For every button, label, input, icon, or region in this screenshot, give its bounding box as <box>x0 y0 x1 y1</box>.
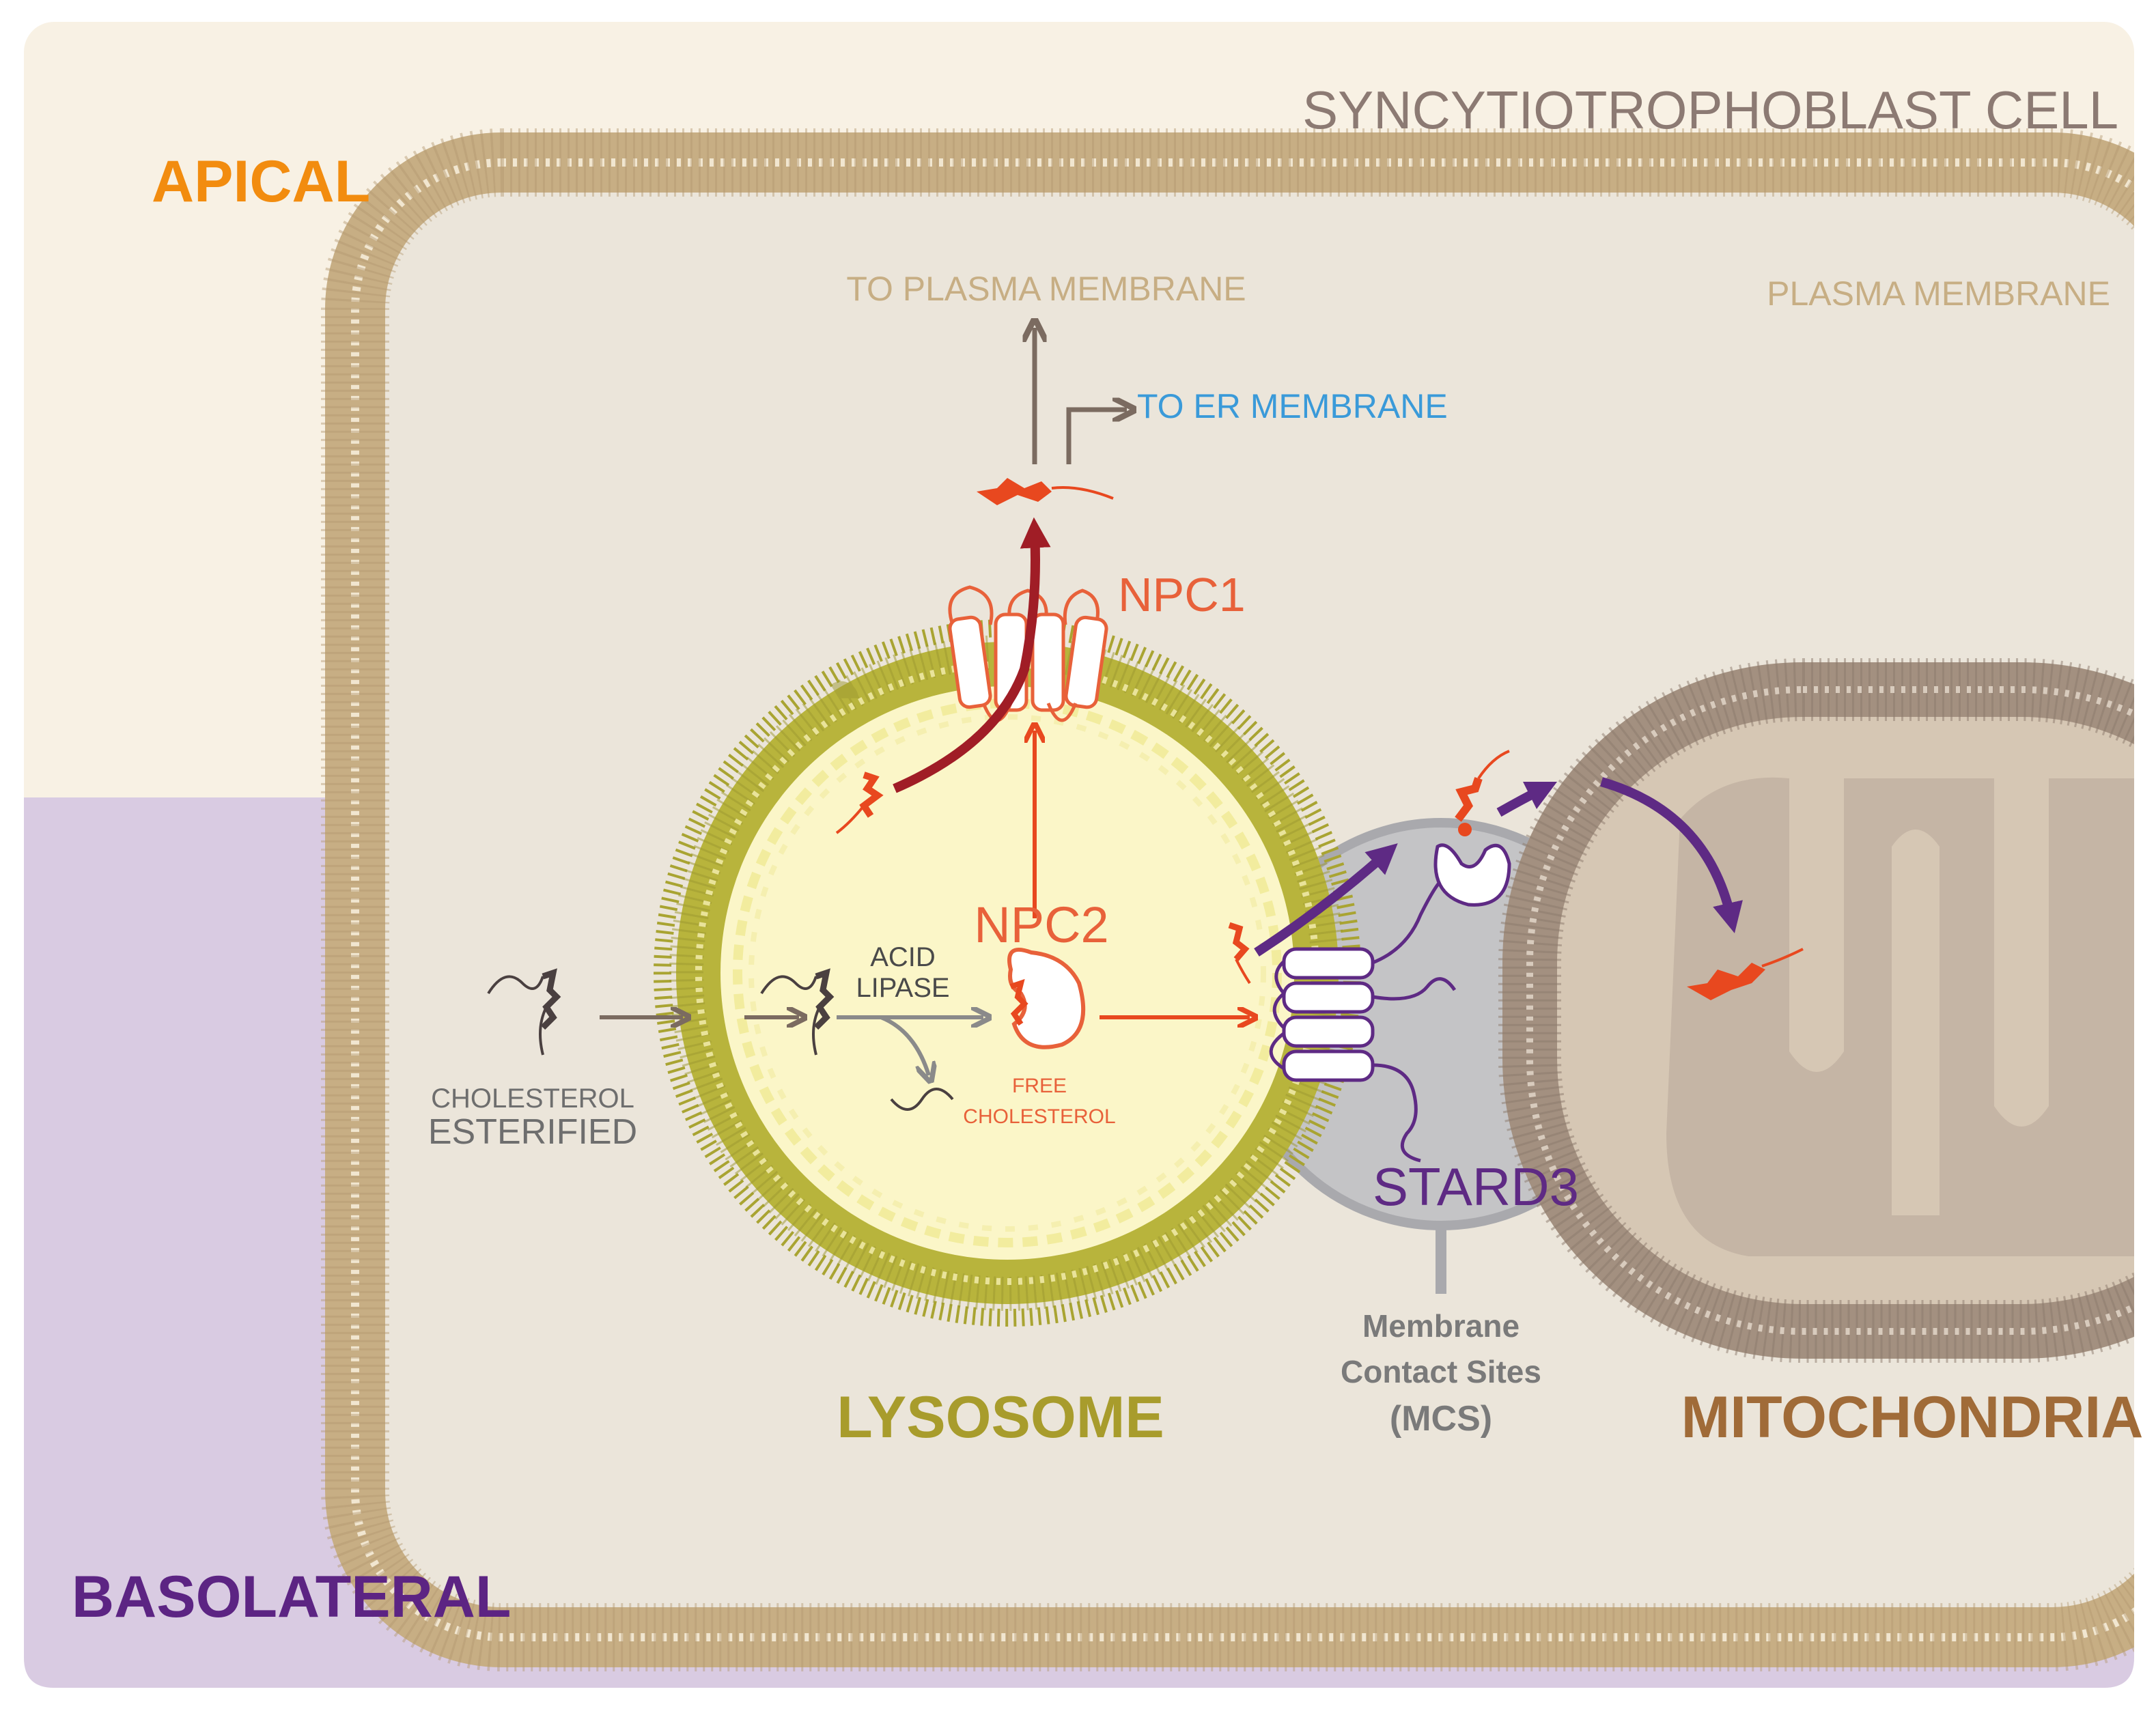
free-cholesterol-label-line1: FREE <box>1012 1075 1067 1097</box>
free-cholesterol-icon-mcs <box>1455 750 1510 836</box>
free-cholesterol-icon-npc2 <box>1009 978 1028 1026</box>
plasma-membrane-label: PLASMA MEMBRANE <box>1767 274 2110 313</box>
cholesterol-label-line2: ESTERIFIED <box>428 1112 637 1152</box>
arrows <box>600 328 1743 1075</box>
cholesterol-label-line1: CHOLESTEROL <box>431 1084 634 1114</box>
acid-lipase-label-line1: ACID <box>870 942 936 972</box>
cholesterol-esterified-icon <box>487 968 561 1056</box>
mitochondria-label: MITOCHONDRIA <box>1681 1385 2144 1450</box>
free-cholesterol-icon-mito <box>1687 948 1804 1000</box>
free-cholesterol-icon-stard3 <box>1228 922 1251 985</box>
stard3-protein <box>1269 843 1511 1163</box>
cholesterol-esterified-icon-2 <box>760 968 835 1056</box>
free-cholesterol-icon-top <box>977 478 1114 505</box>
mitochondria <box>1498 658 2134 1363</box>
npc1-label: NPC1 <box>1118 568 1246 621</box>
to-er-membrane-label: TO ER MEMBRANE <box>1137 387 1448 425</box>
npc2-protein <box>1007 948 1086 1049</box>
to-plasma-membrane-label: TO PLASMA MEMBRANE <box>846 270 1246 308</box>
mcs-label-line1: Membrane <box>1362 1308 1520 1344</box>
npc1-protein <box>948 585 1108 722</box>
acid-lipase-label-line2: LIPASE <box>856 973 949 1003</box>
fatty-acid-icon <box>890 1088 954 1111</box>
cholesterol-molecules <box>487 478 1804 1111</box>
stard3-label: STARD3 <box>1373 1157 1579 1217</box>
mcs-label-line2: Contact Sites <box>1341 1354 1541 1389</box>
npc2-label: NPC2 <box>974 896 1108 953</box>
apical-label: APICAL <box>152 149 370 214</box>
mcs-label-line3: (MCS) <box>1390 1399 1492 1439</box>
lysosome-label: LYSOSOME <box>837 1385 1164 1450</box>
free-cholesterol-icon-lumen <box>835 772 884 834</box>
free-cholesterol-label-line2: CHOLESTEROL <box>963 1105 1115 1128</box>
basolateral-label: BASOLATERAL <box>72 1564 511 1630</box>
cell-title: SYNCYTIOTROPHOBLAST CELL <box>1302 80 2118 140</box>
